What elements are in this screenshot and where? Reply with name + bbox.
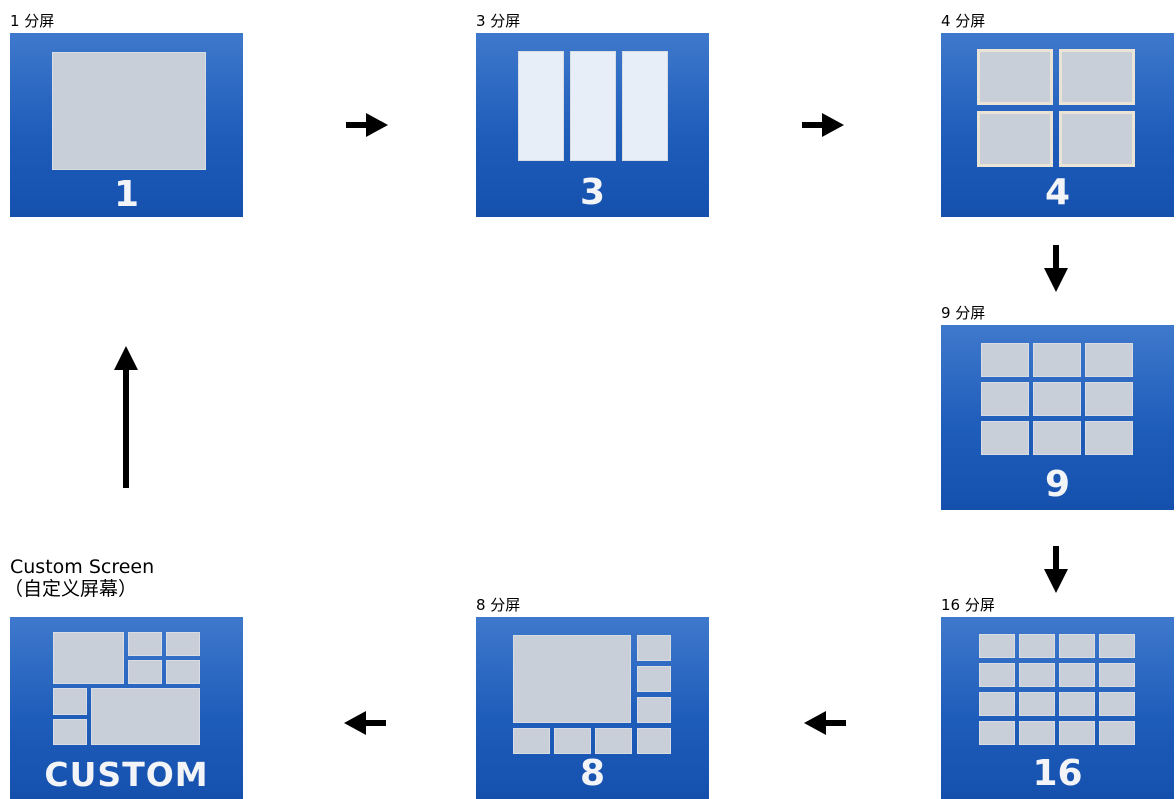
screen-cell — [53, 688, 87, 715]
screen-cell — [91, 688, 200, 745]
screen-cell — [1099, 692, 1135, 716]
screen-cell — [622, 51, 668, 161]
screen-cell — [570, 51, 616, 161]
screen-cell — [1059, 663, 1095, 687]
mode-tile-8[interactable]: 8 — [476, 617, 709, 799]
custom-label-line1: Custom Screen — [10, 556, 155, 578]
mode-number-8: 8 — [579, 753, 606, 794]
screen-cell — [52, 52, 206, 170]
mode-tile-1[interactable]: 1 — [10, 33, 243, 217]
screen-cell — [979, 663, 1015, 687]
screen-cell — [513, 635, 631, 723]
mode-tile-3[interactable]: 3 — [476, 33, 709, 217]
screen-cell — [1033, 343, 1081, 377]
mode-tile-4[interactable]: 4 — [941, 33, 1174, 217]
screen-cell — [595, 728, 632, 754]
mode-label-16: 16 分屏 — [941, 596, 995, 614]
mode-tile-16[interactable]: 16 — [941, 617, 1174, 799]
custom-label-line2: （自定义屏幕） — [4, 578, 138, 600]
screen-cell — [166, 660, 200, 684]
screen-cell — [1099, 634, 1135, 658]
mode-number-custom: CUSTOM — [44, 755, 209, 794]
screen-cell — [513, 728, 550, 754]
mode-number-4: 4 — [1044, 172, 1071, 213]
screen-cell — [979, 634, 1015, 658]
screen-cell — [981, 343, 1029, 377]
screen-cell — [1059, 692, 1095, 716]
mode-number-9: 9 — [1044, 464, 1071, 505]
screen-cell — [637, 697, 671, 723]
screen-cell — [1085, 382, 1133, 416]
screen-cell — [1099, 721, 1135, 745]
screen-cell — [1085, 421, 1133, 455]
screen-cell — [53, 719, 87, 745]
screen-cell — [637, 728, 671, 754]
mode-label-9: 9 分屏 — [941, 304, 986, 322]
screen-cell — [977, 111, 1053, 167]
mode-number-3: 3 — [579, 172, 606, 213]
screen-cell — [637, 635, 671, 661]
mode-tile-custom[interactable]: CUSTOM — [10, 617, 243, 799]
screen-cell — [53, 632, 124, 684]
screen-cell — [166, 632, 200, 656]
screen-cell — [1099, 663, 1135, 687]
mode-label-4: 4 分屏 — [941, 12, 986, 30]
screen-cell — [1059, 49, 1135, 105]
screen-cell — [1019, 721, 1055, 745]
screen-cell — [128, 660, 162, 684]
screen-cell — [554, 728, 591, 754]
screen-cell — [637, 666, 671, 692]
screen-cell — [1019, 634, 1055, 658]
mode-tile-9[interactable]: 9 — [941, 325, 1174, 510]
screen-cell — [1019, 663, 1055, 687]
screen-cell — [1059, 634, 1095, 658]
screen-cell — [128, 632, 162, 656]
mode-label-3: 3 分屏 — [476, 12, 521, 30]
mode-label-1: 1 分屏 — [10, 12, 55, 30]
screen-cell — [979, 692, 1015, 716]
mode-label-8: 8 分屏 — [476, 596, 521, 614]
screen-cell — [1059, 111, 1135, 167]
screen-cell — [1085, 343, 1133, 377]
screen-cell — [977, 49, 1053, 105]
screen-cell — [1019, 692, 1055, 716]
mode-number-16: 16 — [1032, 753, 1083, 794]
screen-cell — [981, 382, 1029, 416]
screen-cell — [1059, 721, 1095, 745]
screen-cell — [1033, 421, 1081, 455]
screen-cell — [1033, 382, 1081, 416]
screen-cell — [981, 421, 1029, 455]
mode-number-1: 1 — [113, 174, 140, 215]
screen-cell — [979, 721, 1015, 745]
screen-cell — [518, 51, 564, 161]
